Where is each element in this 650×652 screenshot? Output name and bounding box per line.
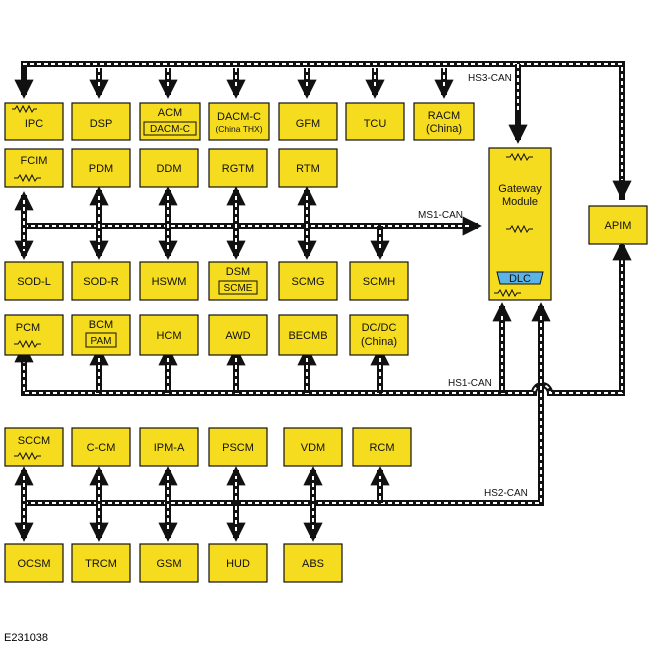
- svg-text:HCM: HCM: [156, 330, 181, 342]
- figure-id: E231038: [4, 632, 49, 644]
- svg-text:DC/DC: DC/DC: [362, 322, 397, 334]
- hs3-drops: [14, 68, 632, 200]
- hs1-can-label: HS1-CAN: [448, 378, 492, 389]
- module-rtm: RTM: [278, 148, 338, 188]
- svg-text:RCM: RCM: [369, 442, 394, 454]
- module-scmh: SCMH: [349, 261, 409, 301]
- module-rcm: RCM: [352, 427, 412, 467]
- svg-text:PAM: PAM: [91, 336, 112, 347]
- svg-text:APIM: APIM: [605, 220, 632, 232]
- svg-text:SCMH: SCMH: [363, 276, 395, 288]
- svg-text:GSM: GSM: [156, 558, 181, 570]
- module-pdm: PDM: [71, 148, 131, 188]
- module-becmb: BECMB: [278, 314, 338, 356]
- svg-text:DSP: DSP: [90, 118, 113, 130]
- svg-text:DLC: DLC: [509, 273, 531, 285]
- ms1-can-bus: MS1-CAN: [14, 186, 482, 260]
- svg-text:(China THX): (China THX): [215, 124, 262, 134]
- svg-text:GFM: GFM: [296, 118, 320, 130]
- module-acm: ACM DACM-C: [139, 102, 201, 141]
- module-gateway: Gateway Module DLC: [488, 147, 552, 301]
- svg-text:DACM-C: DACM-C: [217, 111, 261, 123]
- module-hcm: HCM: [139, 314, 199, 356]
- svg-text:DSM: DSM: [226, 266, 250, 278]
- module-pcm: PCM: [4, 314, 64, 356]
- module-dc-dc: DC/DC (China): [349, 314, 409, 356]
- svg-text:(China): (China): [426, 123, 462, 135]
- svg-text:BECMB: BECMB: [288, 330, 327, 342]
- svg-text:OCSM: OCSM: [18, 558, 51, 570]
- module-apim: APIM: [588, 205, 648, 245]
- svg-text:DDM: DDM: [156, 163, 181, 175]
- module-gfm: GFM: [278, 102, 338, 141]
- svg-text:PSCM: PSCM: [222, 442, 254, 454]
- module-dsm: DSM SCME: [208, 261, 268, 301]
- ms1-can-label: MS1-CAN: [418, 210, 463, 221]
- svg-text:PCM: PCM: [16, 322, 40, 334]
- module-c-cm: C-CM: [71, 427, 131, 467]
- module-fcim: FCIM: [4, 148, 64, 188]
- module-dacm-c: DACM-C (China THX): [208, 102, 270, 141]
- svg-text:ABS: ABS: [302, 558, 324, 570]
- module-trcm: TRCM: [71, 543, 131, 583]
- hs2-can-bus: HS2-CAN: [14, 302, 551, 542]
- svg-text:AWD: AWD: [225, 330, 250, 342]
- module-bcm: BCM PAM: [71, 314, 131, 356]
- svg-text:C-CM: C-CM: [87, 442, 116, 454]
- module-vdm: VDM: [283, 427, 343, 467]
- module-ipc: IPC: [4, 102, 64, 141]
- svg-text:Gateway: Gateway: [498, 183, 542, 195]
- module-racm: RACM (China): [413, 102, 475, 141]
- module-ipm-a: IPM-A: [139, 427, 199, 467]
- svg-text:SOD-L: SOD-L: [17, 276, 51, 288]
- svg-text:SCME: SCME: [224, 283, 253, 294]
- module-ocsm: OCSM: [4, 543, 64, 583]
- hs3-can-label: HS3-CAN: [468, 73, 512, 84]
- module-gsm: GSM: [139, 543, 199, 583]
- svg-text:FCIM: FCIM: [21, 155, 48, 167]
- hs2-can-label: HS2-CAN: [484, 488, 528, 499]
- module-tcu: TCU: [345, 102, 405, 141]
- svg-text:TCU: TCU: [364, 118, 387, 130]
- svg-text:BCM: BCM: [89, 319, 113, 331]
- hs3-can-bus: HS3-CAN: [14, 61, 632, 200]
- dlc-connector[interactable]: DLC: [496, 271, 544, 285]
- svg-text:TRCM: TRCM: [85, 558, 117, 570]
- svg-text:ACM: ACM: [158, 107, 182, 119]
- svg-text:SCCM: SCCM: [18, 435, 50, 447]
- svg-text:RGTM: RGTM: [222, 163, 254, 175]
- svg-text:VDM: VDM: [301, 442, 325, 454]
- module-hud: HUD: [208, 543, 268, 583]
- module-scmg: SCMG: [278, 261, 338, 301]
- module-pscm: PSCM: [208, 427, 268, 467]
- svg-text:RTM: RTM: [296, 163, 320, 175]
- module-rgtm: RGTM: [208, 148, 268, 188]
- module-dsp: DSP: [71, 102, 131, 141]
- svg-text:HUD: HUD: [226, 558, 250, 570]
- svg-text:IPC: IPC: [25, 118, 43, 130]
- svg-text:IPM-A: IPM-A: [154, 442, 185, 454]
- svg-text:PDM: PDM: [89, 163, 113, 175]
- module-hswm: HSWM: [139, 261, 199, 301]
- svg-text:SOD-R: SOD-R: [83, 276, 119, 288]
- svg-text:SCMG: SCMG: [292, 276, 325, 288]
- svg-text:Module: Module: [502, 196, 538, 208]
- module-sod-r: SOD-R: [71, 261, 131, 301]
- module-abs: ABS: [283, 543, 343, 583]
- svg-text:HSWM: HSWM: [152, 276, 187, 288]
- svg-text:DACM-C: DACM-C: [150, 124, 190, 135]
- module-awd: AWD: [208, 314, 268, 356]
- svg-text:(China): (China): [361, 336, 397, 348]
- module-sod-l: SOD-L: [4, 261, 64, 301]
- svg-text:RACM: RACM: [428, 110, 460, 122]
- module-ddm: DDM: [139, 148, 199, 188]
- module-sccm: SCCM: [4, 427, 64, 467]
